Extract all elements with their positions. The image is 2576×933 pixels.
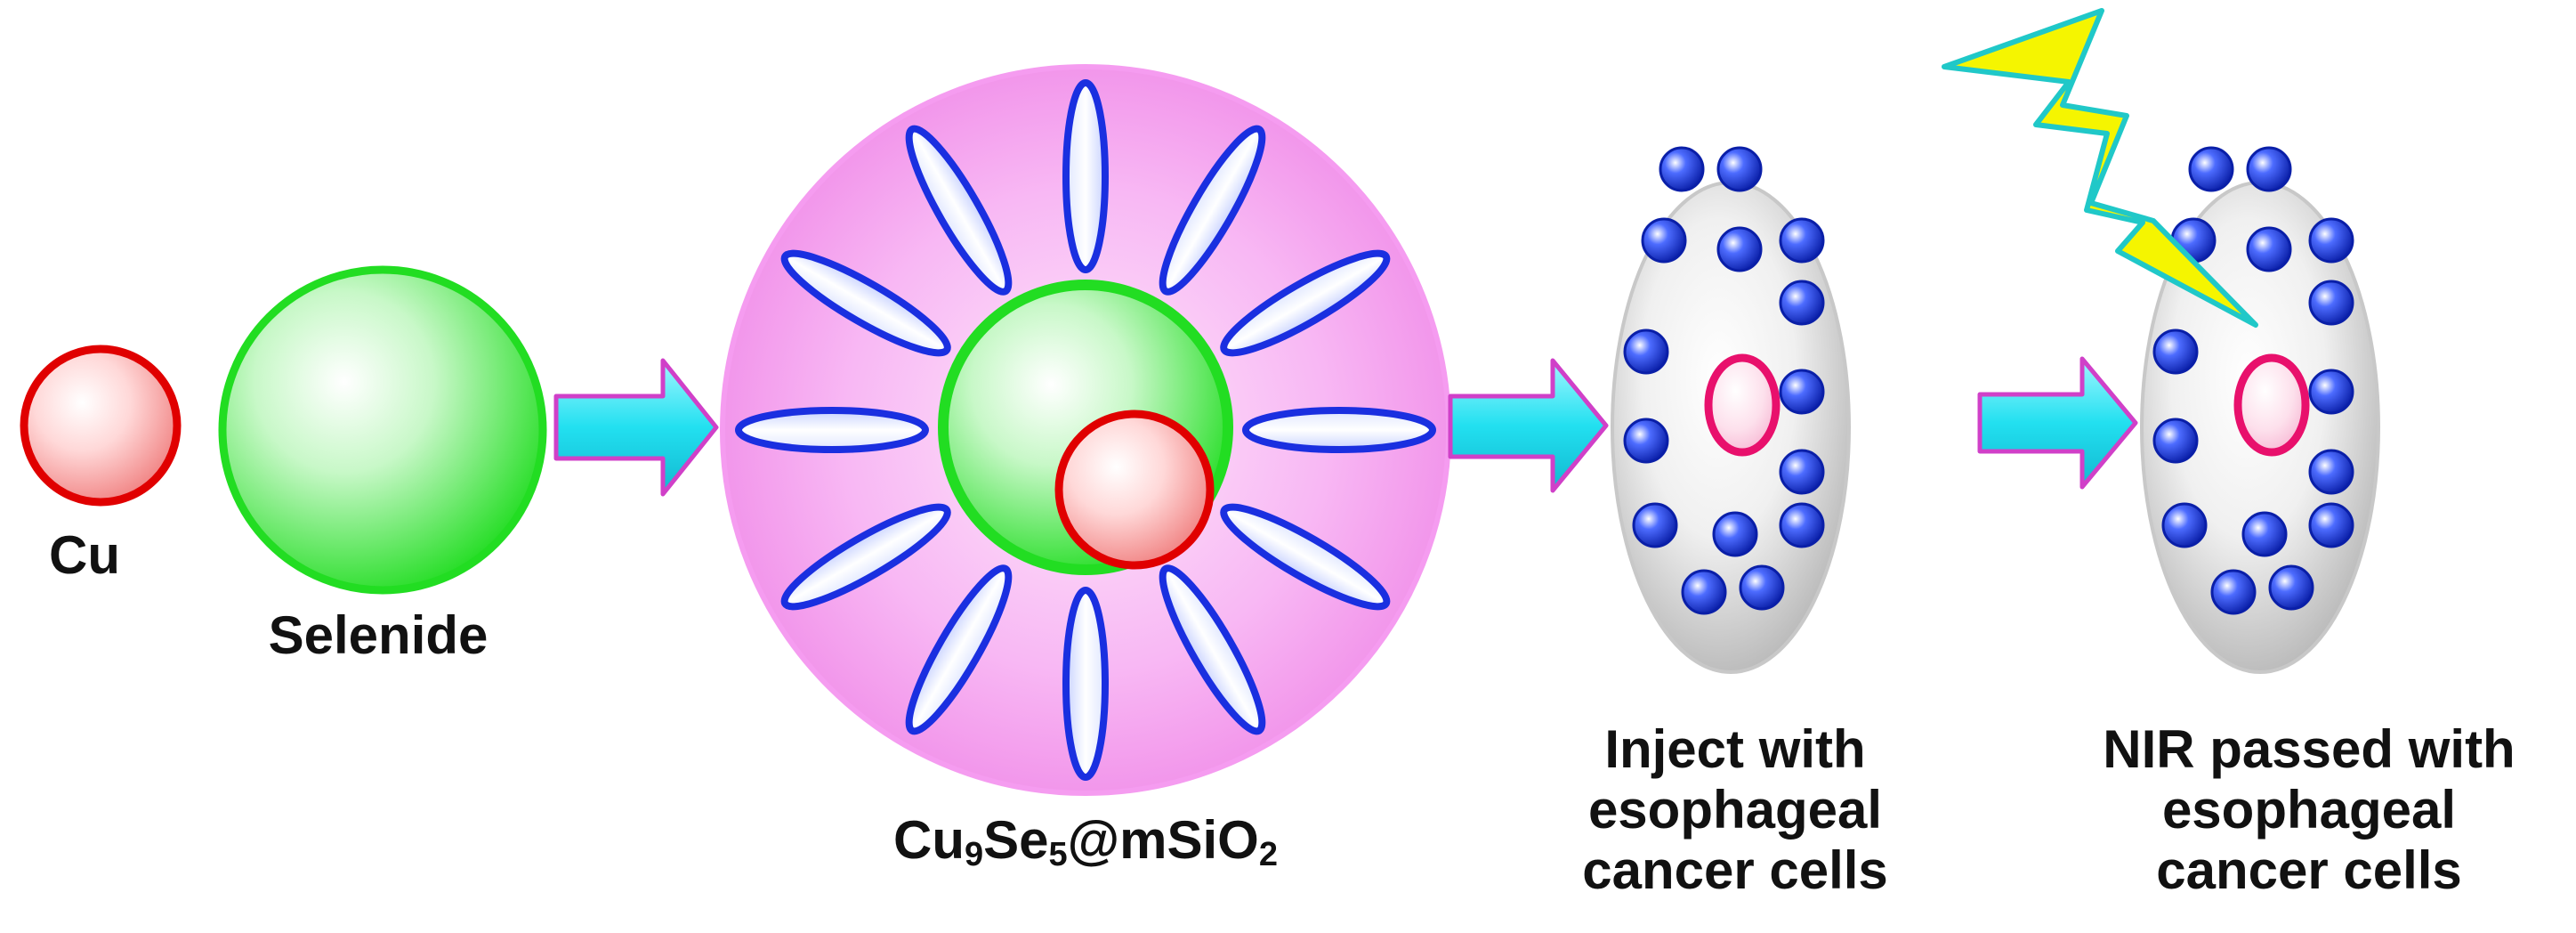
nanoparticle-dot (1712, 511, 1758, 557)
mesopore-rod (780, 249, 951, 357)
nanoparticle-dots (1623, 146, 1825, 615)
nanoparticle-dot (2308, 217, 2354, 264)
label-line: Inject with (1604, 719, 1866, 779)
nanoparticle-dot (1641, 217, 1687, 264)
formula-part: Cu (892, 810, 965, 870)
nanoparticle-dot (2152, 418, 2199, 464)
mesopore-rods (735, 79, 1436, 781)
mesopore-rod (905, 564, 1013, 735)
mesopore-rod (1062, 587, 1109, 781)
arrow-3 (1977, 356, 2138, 490)
nanoparticle-dot (1659, 146, 1705, 192)
mesopore-rod (1159, 125, 1266, 296)
nanoparticle-dot (1623, 418, 1669, 464)
formula-subscript: 9 (964, 836, 984, 873)
label-line: esophageal (2161, 780, 2457, 840)
cell-nucleus (2233, 353, 2310, 457)
label-composite: Cu9Se5@mSiO2 (819, 810, 1353, 885)
selenide-sphere (218, 265, 547, 595)
label-line: esophageal (1587, 780, 1883, 840)
mesopore-rod (1220, 503, 1391, 611)
nanoparticle-dot (2308, 502, 2354, 548)
mesopore-rod (1159, 564, 1266, 735)
nanoparticle-dot (2188, 146, 2234, 192)
nanoparticle-dot (2246, 226, 2292, 272)
lightning-bolt-icon (1942, 8, 2258, 328)
mesopore-rod (780, 503, 951, 611)
label-selenide: Selenide (231, 605, 525, 666)
label-nir: NIR passed with esophageal cancer cells (2060, 719, 2558, 901)
label-cu-text: Cu (49, 525, 120, 585)
mesopore-rod (735, 407, 929, 453)
mesopore-rod (1220, 249, 1391, 357)
nanoparticle-dot (1623, 329, 1669, 375)
copper-core (1054, 410, 1215, 570)
formula-subscript: 5 (1048, 836, 1068, 873)
nanoparticle-dot (2210, 569, 2257, 615)
nanoparticle-dot (2268, 564, 2314, 611)
nanoparticle-dot (2241, 511, 2288, 557)
nanoparticle-dot (1779, 502, 1825, 548)
formula-part: @mSiO (1067, 810, 1259, 870)
cancer-cell-injected (1611, 146, 1851, 674)
arrow-2 (1448, 358, 1609, 493)
formula-subscript: 2 (1258, 836, 1278, 873)
nanoparticle-dot (2246, 146, 2292, 192)
label-inject: Inject with esophageal cancer cells (1566, 719, 1904, 901)
nanoparticle-dot (2161, 502, 2208, 548)
mesopore-rod (1062, 79, 1109, 273)
nanoparticle-dot (1779, 280, 1825, 326)
nanoparticle-dot (1739, 564, 1785, 611)
formula-part: Se (983, 810, 1049, 870)
nanoparticle-dots (2152, 146, 2354, 615)
label-line: cancer cells (2156, 840, 2462, 900)
nanoparticle-dot (1632, 502, 1678, 548)
label-cu: Cu (36, 525, 133, 586)
label-line: NIR passed with (2103, 719, 2515, 779)
mesopore-rod (1242, 407, 1436, 453)
label-line: cancer cells (1582, 840, 1888, 900)
arrow-1 (553, 358, 719, 497)
mesopore-rod (905, 125, 1013, 296)
nanoparticle-dot (2308, 369, 2354, 415)
nanoparticle-dot (1779, 217, 1825, 264)
cell-nucleus (1704, 353, 1781, 457)
nanoparticle-dot (1779, 449, 1825, 495)
nanoparticle-dot (2308, 449, 2354, 495)
cancer-cell-nir (2140, 146, 2380, 674)
label-selenide-text: Selenide (268, 605, 489, 665)
cu9se5-msio2-particle (720, 64, 1451, 796)
nanoparticle-dot (1716, 146, 1763, 192)
copper-sphere (20, 345, 182, 507)
nanoparticle-dot (2152, 329, 2199, 375)
nanoparticle-dot (1779, 369, 1825, 415)
nanoparticle-dot (2308, 280, 2354, 326)
nanoparticle-dot (1716, 226, 1763, 272)
nanoparticle-dot (1681, 569, 1727, 615)
